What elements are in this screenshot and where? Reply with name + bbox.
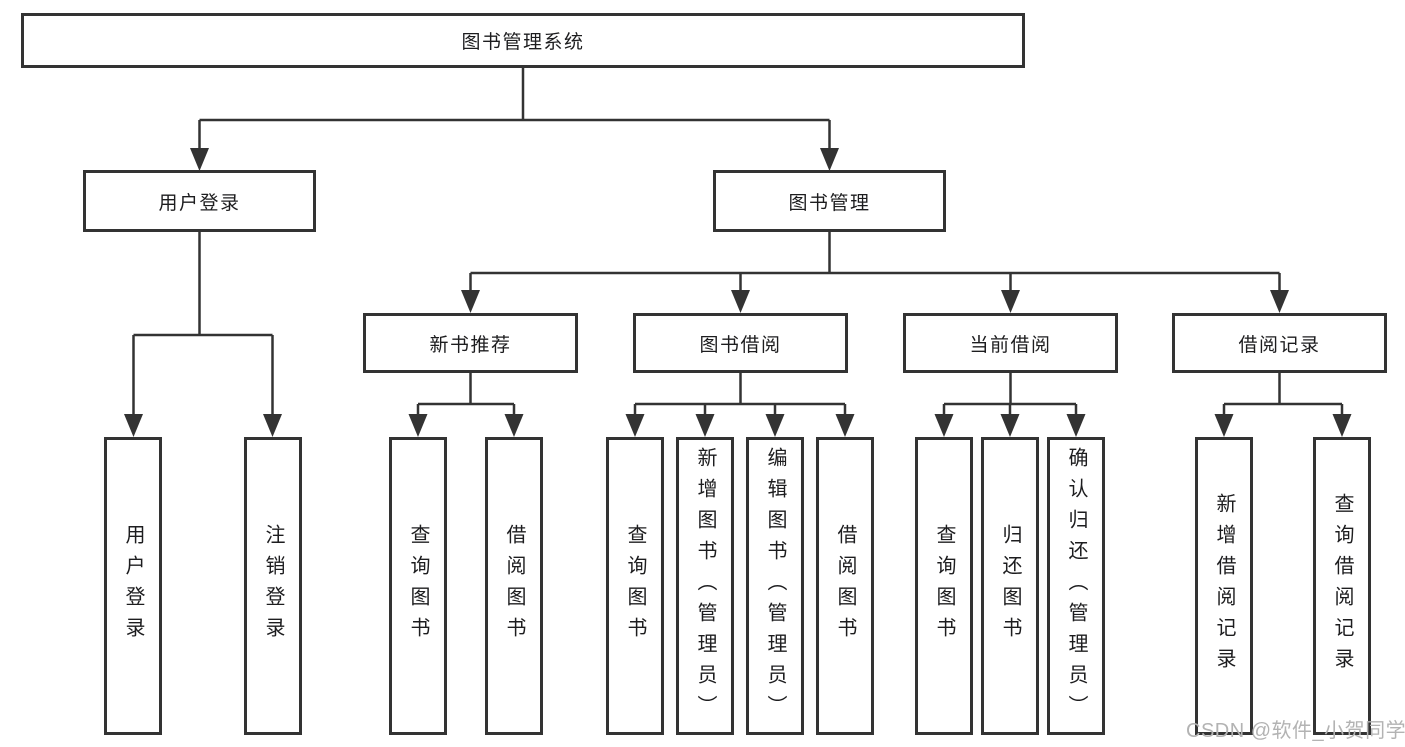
leaf-borrow-edit-books-admin: 编辑图书（管理员） xyxy=(746,437,804,735)
leaf-borrow-borrow-books: 借阅图书 xyxy=(816,437,874,735)
node-new-book-recommend-label: 新书推荐 xyxy=(429,334,512,356)
node-book-borrow-label: 图书借阅 xyxy=(699,334,782,356)
leaf-records-query-record-label: 查询借阅记录 xyxy=(1331,493,1353,679)
watermark: CSDN @软件_小贺同学 xyxy=(1186,720,1405,742)
leaf-current-return-books-label: 归还图书 xyxy=(999,524,1021,648)
node-current-borrow-label: 当前借阅 xyxy=(969,334,1052,356)
leaf-borrow-edit-books-admin-label: 编辑图书（管理员） xyxy=(764,446,786,726)
node-borrow-records-label: 借阅记录 xyxy=(1238,334,1321,356)
node-current-borrow: 当前借阅 xyxy=(903,313,1118,373)
node-book-borrow: 图书借阅 xyxy=(633,313,848,373)
leaf-current-confirm-return-admin: 确认归还（管理员） xyxy=(1047,437,1105,735)
leaf-logout: 注销登录 xyxy=(244,437,302,735)
leaf-current-query-books: 查询图书 xyxy=(915,437,973,735)
leaf-borrow-add-books-admin-label: 新增图书（管理员） xyxy=(694,446,716,726)
leaf-current-query-books-label: 查询图书 xyxy=(933,524,955,648)
node-book-management: 图书管理 xyxy=(713,170,946,232)
leaf-records-add-record: 新增借阅记录 xyxy=(1195,437,1253,735)
leaf-current-return-books: 归还图书 xyxy=(981,437,1039,735)
leaf-borrow-query-books-label: 查询图书 xyxy=(624,524,646,648)
node-user-login: 用户登录 xyxy=(83,170,316,232)
node-root: 图书管理系统 xyxy=(21,13,1025,68)
node-user-login-label: 用户登录 xyxy=(158,192,241,214)
leaf-recommend-borrow-books: 借阅图书 xyxy=(485,437,543,735)
leaf-records-add-record-label: 新增借阅记录 xyxy=(1213,493,1235,679)
node-borrow-records: 借阅记录 xyxy=(1172,313,1387,373)
leaf-recommend-query-books: 查询图书 xyxy=(389,437,447,735)
leaf-borrow-add-books-admin: 新增图书（管理员） xyxy=(676,437,734,735)
node-root-label: 图书管理系统 xyxy=(461,32,585,53)
leaf-current-confirm-return-admin-label: 确认归还（管理员） xyxy=(1065,446,1087,726)
leaf-borrow-query-books: 查询图书 xyxy=(606,437,664,735)
leaf-logout-label: 注销登录 xyxy=(262,524,284,648)
leaf-records-query-record: 查询借阅记录 xyxy=(1313,437,1371,735)
leaf-borrow-borrow-books-label: 借阅图书 xyxy=(834,524,856,648)
leaf-user-login-label: 用户登录 xyxy=(122,524,144,648)
arrowheads xyxy=(124,148,1352,437)
leaf-recommend-query-books-label: 查询图书 xyxy=(407,524,429,648)
leaf-user-login: 用户登录 xyxy=(104,437,162,735)
node-new-book-recommend: 新书推荐 xyxy=(363,313,578,373)
node-book-management-label: 图书管理 xyxy=(788,192,871,214)
leaf-recommend-borrow-books-label: 借阅图书 xyxy=(503,524,525,648)
